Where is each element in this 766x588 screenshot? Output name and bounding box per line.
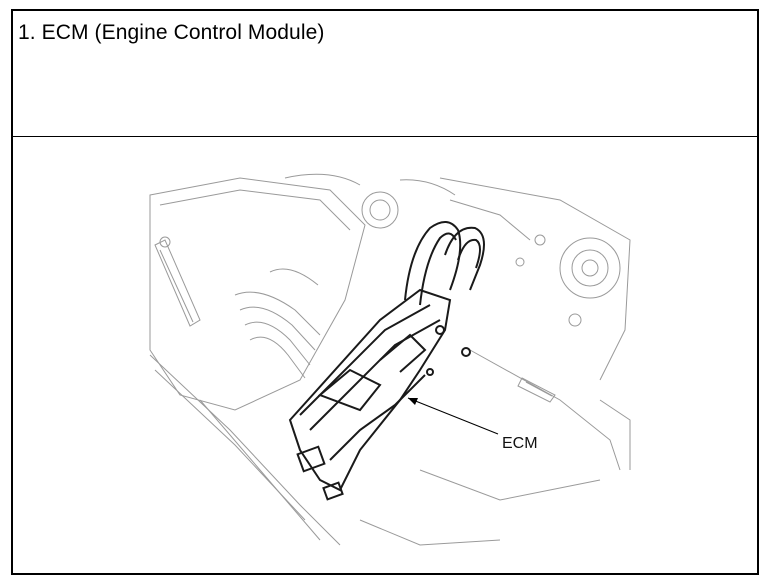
ecm-leader-arrowhead <box>408 398 418 405</box>
ecm-callout-label: ECM <box>502 435 538 452</box>
header-cell: 1. ECM (Engine Control Module) <box>13 11 757 137</box>
section-heading: 1. ECM (Engine Control Module) <box>18 21 325 44</box>
ecm-module-drawing <box>288 221 485 501</box>
document-table: 1. ECM (Engine Control Module) <box>11 9 759 575</box>
ecm-leader-line <box>407 397 499 435</box>
engine-bay-background <box>149 173 631 546</box>
